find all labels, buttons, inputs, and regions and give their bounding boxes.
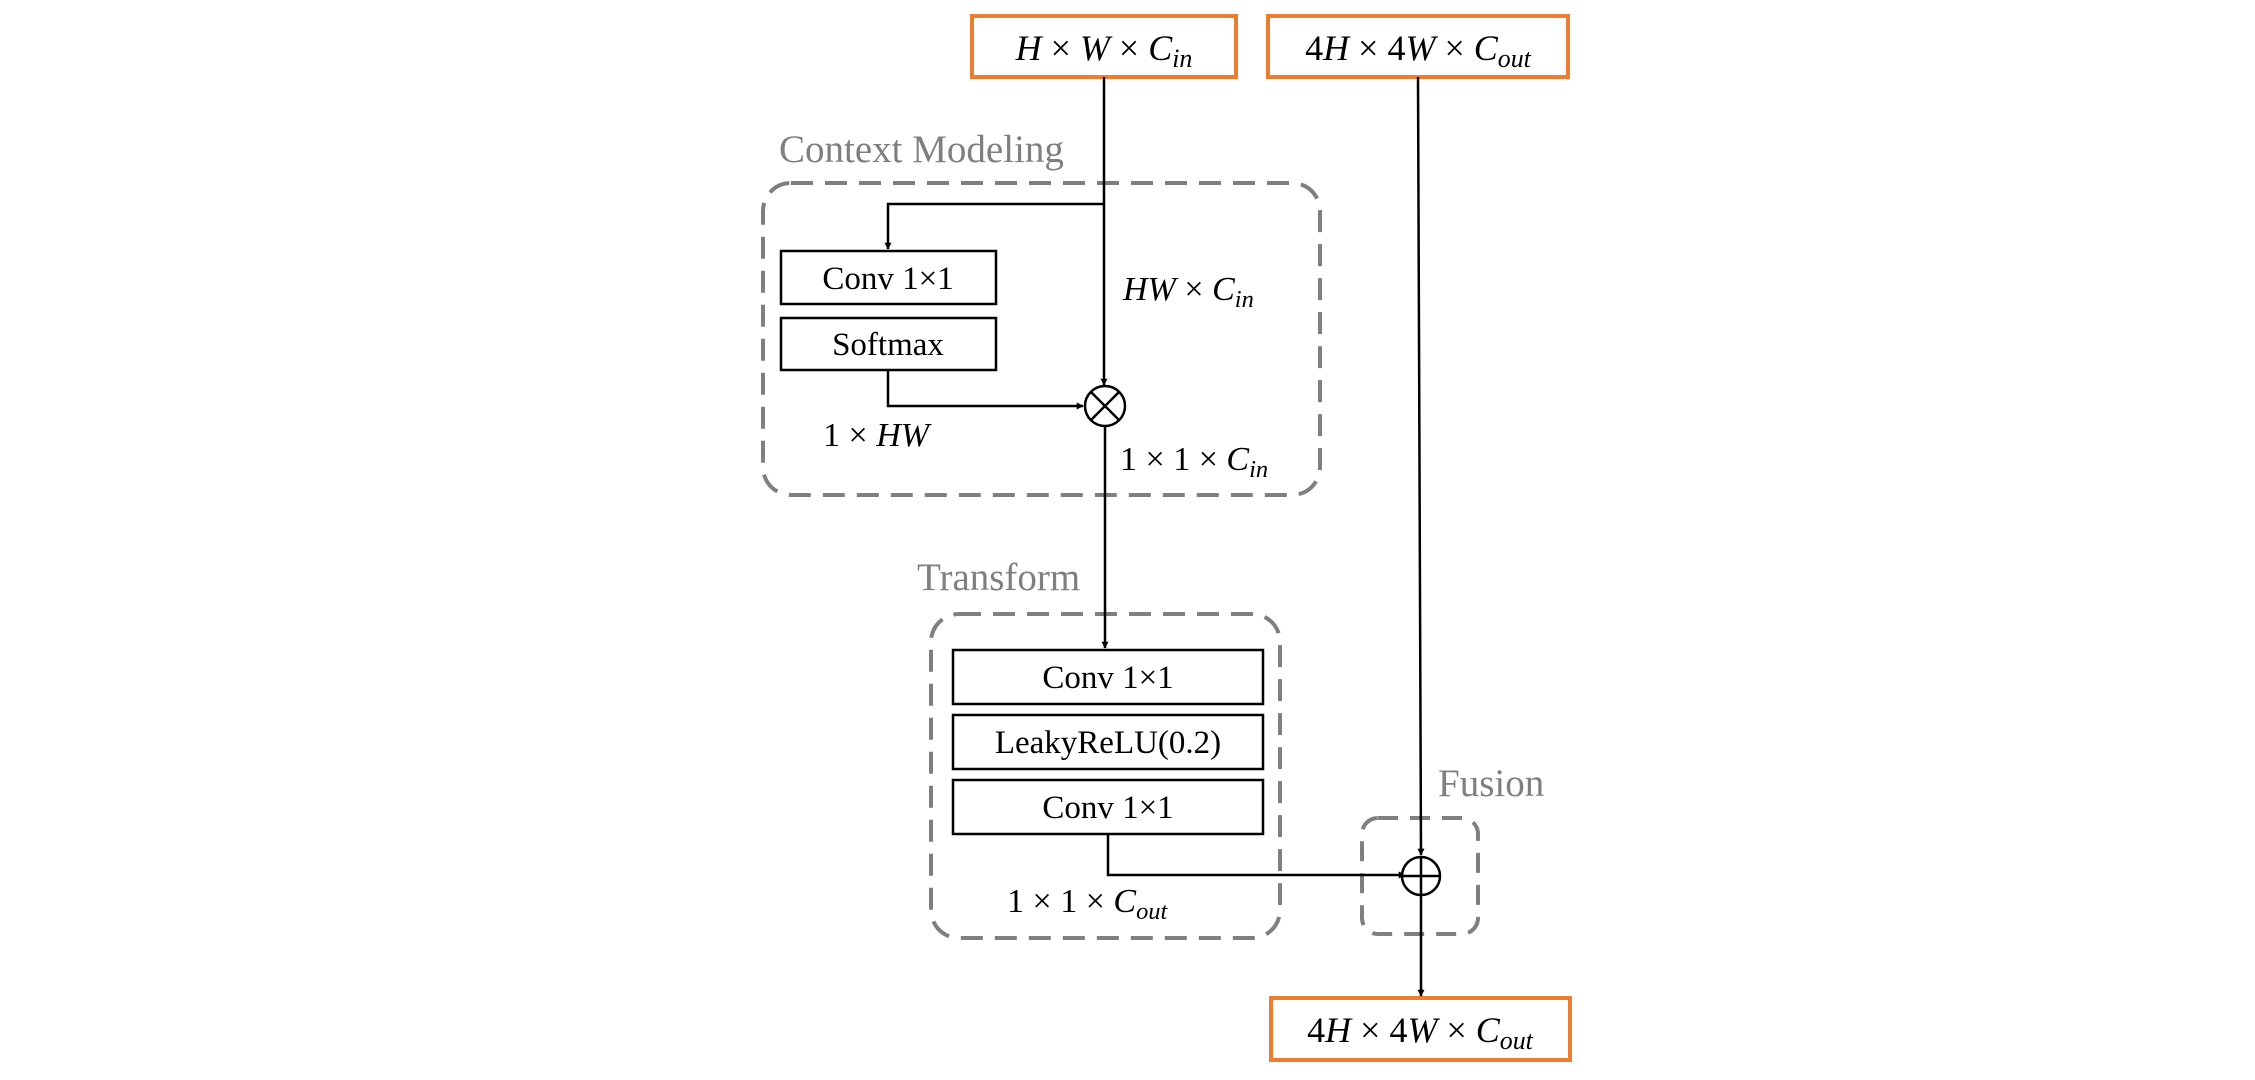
transform-conv1-block bbox=[951, 648, 1265, 706]
attention-dim-label: 1 × HW bbox=[823, 417, 932, 454]
fusion-title: Fusion bbox=[1438, 762, 1544, 805]
transform-conv2-label: Conv 1×1 bbox=[1042, 790, 1173, 826]
context-branch-connector bbox=[884, 202, 1104, 250]
transform-out-dim-label: 1 × 1 × Cout bbox=[1007, 883, 1169, 925]
context-conv-block bbox=[779, 249, 998, 306]
pooled-dim-label: 1 × 1 × Cin bbox=[1120, 441, 1268, 483]
context-modeling-group bbox=[761, 181, 1322, 497]
transform-leakyrelu-block bbox=[951, 713, 1265, 771]
context-conv-label: Conv 1×1 bbox=[822, 261, 953, 297]
input-main-box bbox=[970, 14, 1238, 79]
context-modeling-title: Context Modeling bbox=[779, 128, 1064, 171]
skip-trunk-connector bbox=[1416, 76, 1425, 856]
transform-leakyrelu-label: LeakyReLU(0.2) bbox=[995, 725, 1221, 761]
context-softmax-label: Softmax bbox=[832, 327, 944, 363]
softmax-to-multiply-connector bbox=[886, 370, 1084, 410]
transform-conv2-block bbox=[951, 778, 1265, 836]
output-box bbox=[1269, 996, 1572, 1062]
input-skip-label: 4H × 4W × Cout bbox=[1305, 28, 1532, 73]
multiply-operator-icon bbox=[1083, 384, 1127, 428]
transform-title: Transform bbox=[917, 556, 1080, 599]
flatten-dim-label: HW × Cin bbox=[1122, 271, 1254, 313]
transform-to-add-connector bbox=[1106, 834, 1406, 879]
add-operator-icon bbox=[1400, 855, 1442, 897]
input-main-label: H × W × Cin bbox=[1015, 28, 1193, 73]
transform-conv1-label: Conv 1×1 bbox=[1042, 660, 1173, 696]
output-label: 4H × 4W × Cout bbox=[1307, 1010, 1534, 1055]
